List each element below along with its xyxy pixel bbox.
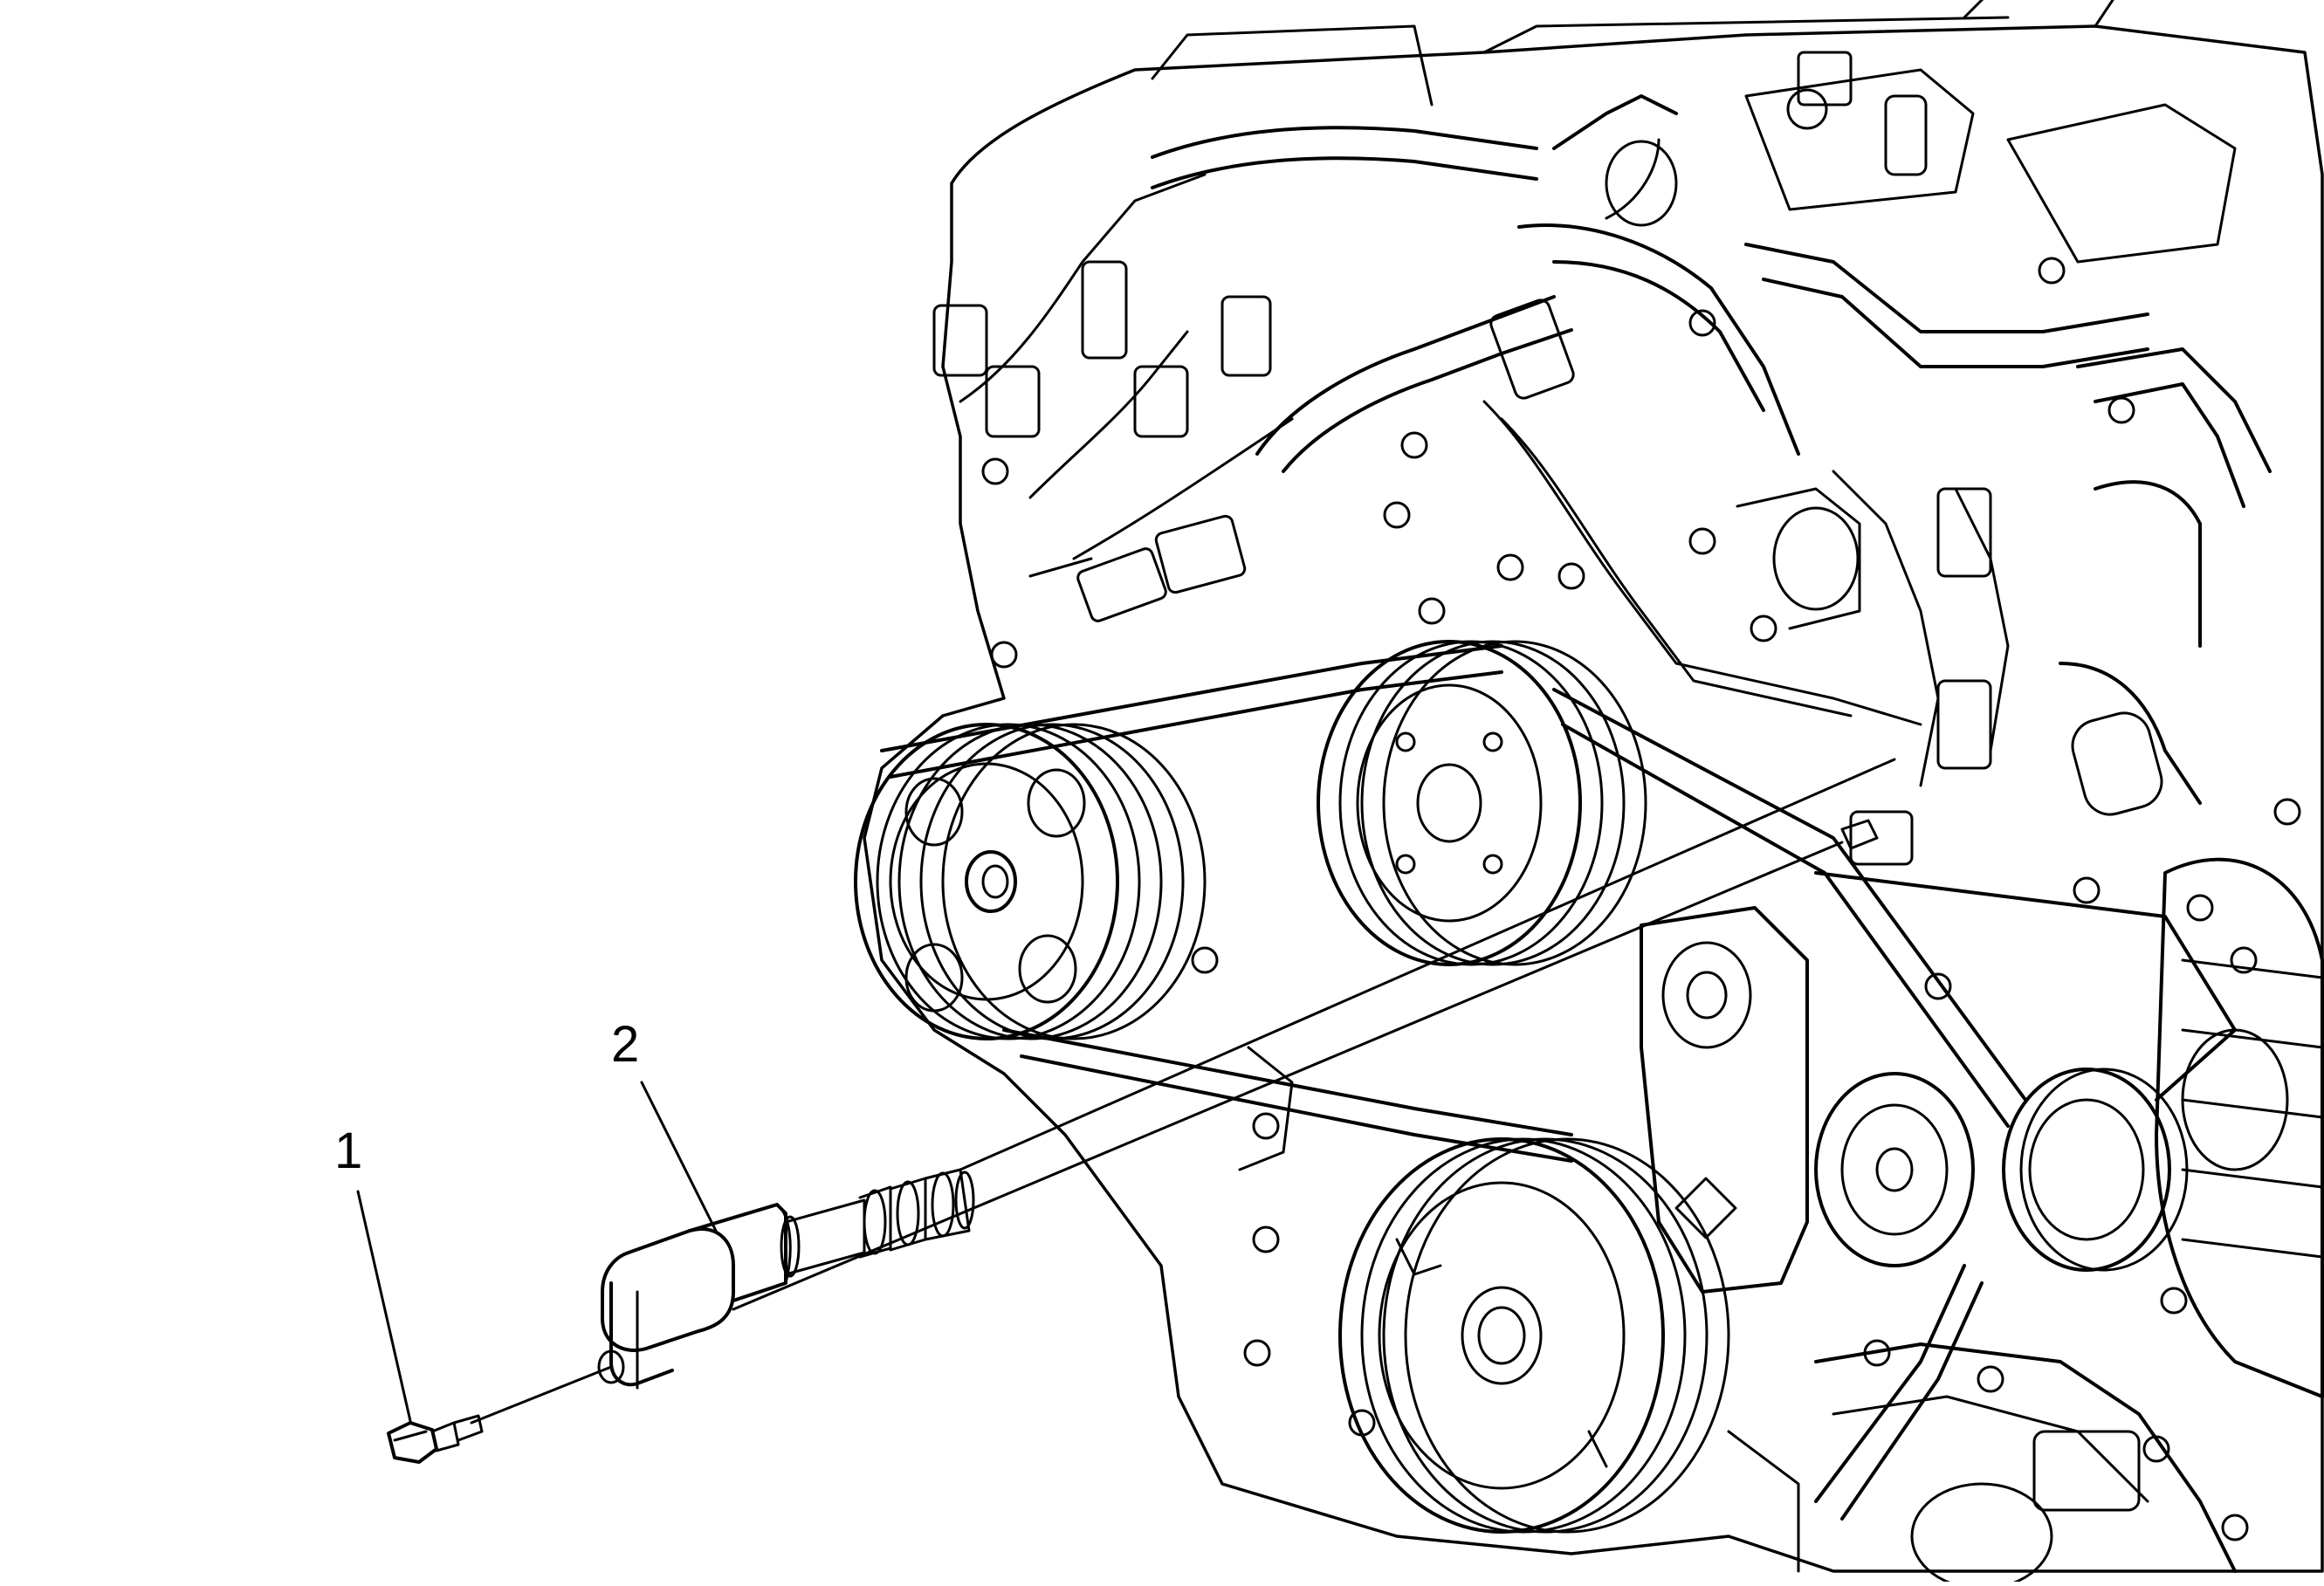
serpentine-belt	[880, 644, 2237, 1521]
bolt-part	[387, 1414, 484, 1464]
installation-guide-lines	[470, 758, 1896, 1425]
alternator	[2155, 857, 2324, 1398]
crankshaft-balancer	[1338, 1137, 1730, 1534]
wiring-harness	[932, 173, 2010, 866]
callout-label-1: 1	[334, 1123, 363, 1179]
sensor-part	[597, 1168, 975, 1390]
lower-engine-details	[1238, 1046, 2237, 1586]
callout-label-2: 2	[611, 1016, 640, 1073]
bolts	[981, 257, 2301, 1541]
hoses	[1151, 94, 2272, 816]
callout-pointers	[356, 1081, 718, 1423]
callout-2-leader	[640, 1081, 718, 1232]
power-steering-pulley	[854, 723, 1207, 1040]
engine-block	[863, 0, 2324, 1573]
water-pump-pulley	[1317, 640, 1647, 966]
callout-1-leader	[356, 1190, 412, 1423]
tensioner-assembly	[1640, 906, 2189, 1294]
